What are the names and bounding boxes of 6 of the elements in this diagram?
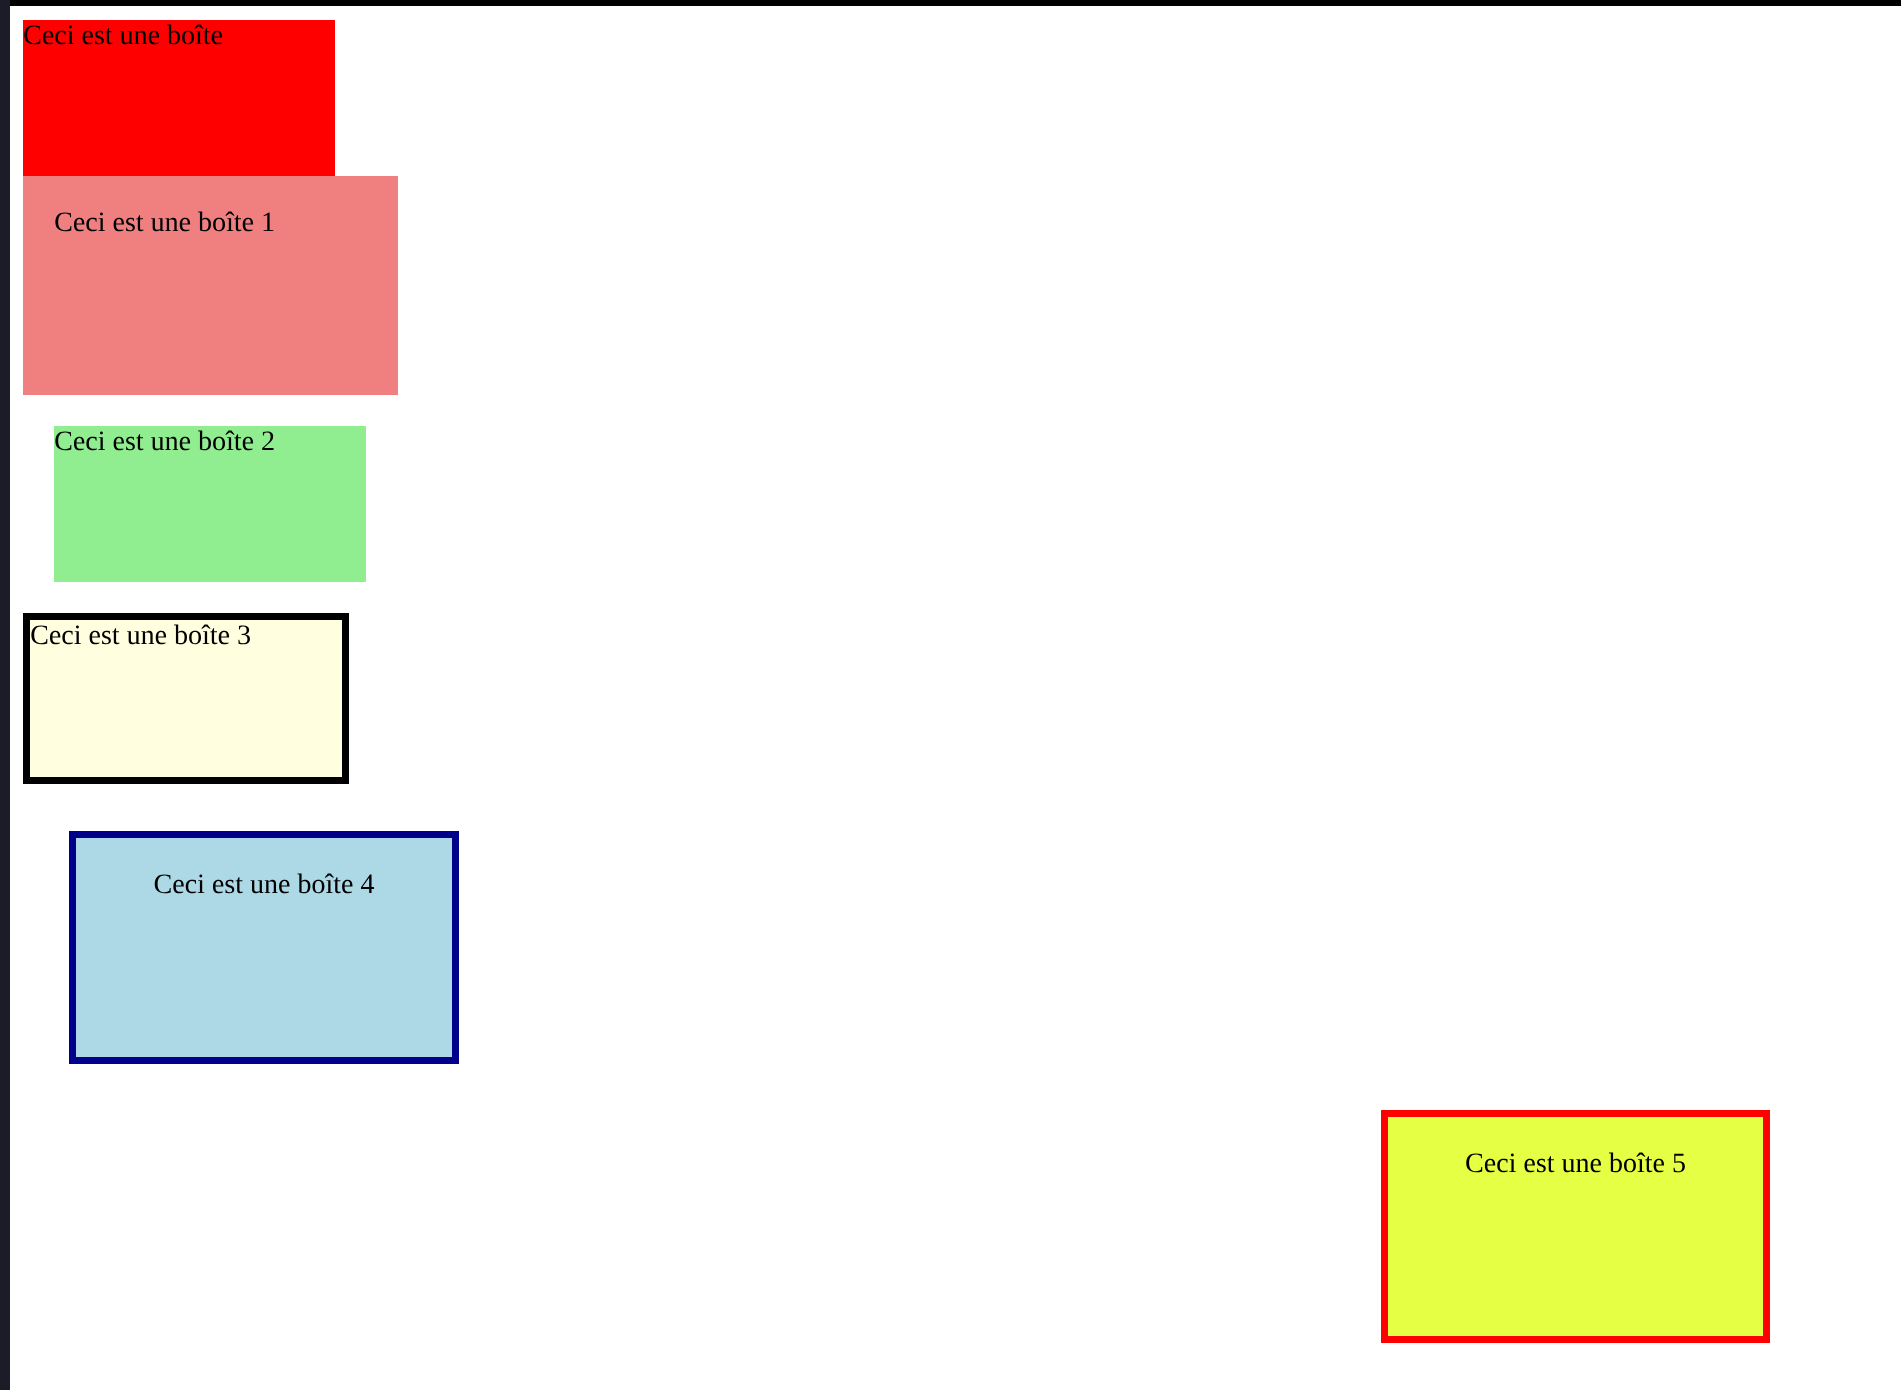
text-box: Ceci est une boîte [23,20,335,176]
text-box: Ceci est une boîte 3 [23,613,349,784]
text-box: Ceci est une boîte 5 [1381,1110,1770,1343]
text-box: Ceci est une boîte 4 [69,831,459,1064]
text-box: Ceci est une boîte 2 [54,426,366,582]
text-box: Ceci est une boîte 1 [23,176,398,395]
